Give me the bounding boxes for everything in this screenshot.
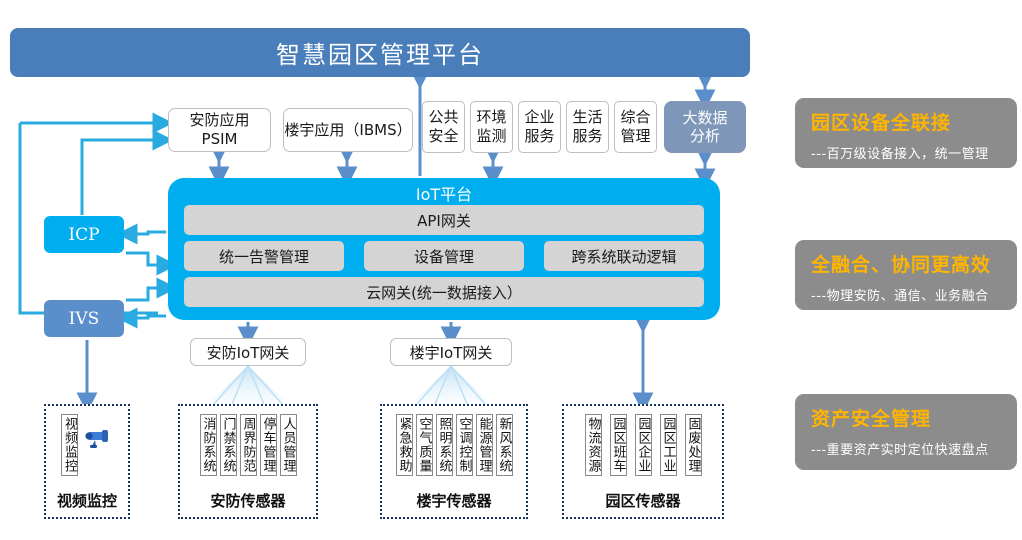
iot-platform-panel: IoT平台 API网关 统一告警管理 设备管理 跨系统联动逻辑 云网关(统一数据… (168, 178, 720, 320)
sensor-item[interactable]: 物流资源 (584, 414, 602, 476)
group-label: 楼宇传感器 (416, 492, 492, 510)
iot-module-api-gateway[interactable]: API网关 (184, 205, 704, 235)
bigdata-line1: 大数据 (682, 109, 728, 127)
app-ent-line1: 企业 (524, 108, 555, 127)
app-psim-line2: PSIM (201, 130, 238, 148)
group-label: 安防传感器 (210, 492, 286, 510)
app-ent-line2: 服务 (524, 127, 555, 145)
app-psim-line1: 安防应用 (189, 111, 250, 130)
card-subtitle: ---百万级设备接入，统一管理 (811, 147, 989, 162)
card-title: 资产安全管理 (811, 408, 932, 430)
group-label: 视频监控 (56, 492, 117, 510)
app-box-ibms[interactable]: 楼宇应用（IBMS） (283, 108, 413, 152)
bigdata-line2: 分析 (689, 127, 720, 145)
node-ivs[interactable]: IVS (44, 300, 124, 337)
sensor-item[interactable]: 视频监控 (61, 414, 78, 476)
app-box-life-service[interactable]: 生活 服务 (566, 101, 609, 153)
sensor-item[interactable]: 新风系统 (495, 414, 513, 476)
sensor-item[interactable]: 能源管理 (475, 414, 493, 476)
group-park-items: 物流资源 园区班车 园区企业 园区工业 固废处理 (564, 414, 722, 476)
app-life-line2: 服务 (572, 127, 603, 145)
app-public-safety-line2: 安全 (428, 127, 459, 145)
sensor-item[interactable]: 空气质量 (415, 414, 433, 476)
group-label: 园区传感器 (605, 492, 681, 510)
callout-card-asset-security: 资产安全管理 ---重要资产实时定位快速盘点 (795, 394, 1017, 470)
app-public-safety-line1: 公共 (428, 108, 459, 127)
sensor-item[interactable]: 停车管理 (259, 414, 277, 476)
sensor-item[interactable]: 人员管理 (279, 414, 297, 476)
gateway-building-iot[interactable]: 楼宇IoT网关 (390, 338, 512, 366)
app-box-integrated-management[interactable]: 综合 管理 (614, 101, 657, 153)
sensor-item[interactable]: 门禁系统 (219, 414, 237, 476)
connector-iot-ivs (116, 277, 178, 329)
group-video-items: 视频监控 (46, 414, 128, 476)
sensor-item[interactable]: 空调控制 (455, 414, 473, 476)
app-box-psim[interactable]: 安防应用 PSIM (168, 108, 271, 152)
cctv-camera-icon (85, 430, 108, 448)
app-integ-line1: 综合 (620, 108, 651, 127)
fan-building (411, 365, 491, 405)
iot-module-cloud-gateway[interactable]: 云网关(统一数据接入） (184, 277, 704, 307)
sensor-item[interactable]: 周界防范 (239, 414, 257, 476)
app-box-environment-monitor[interactable]: 环境 监测 (470, 101, 513, 153)
node-icp[interactable]: ICP (44, 216, 124, 253)
sensor-item[interactable]: 消防系统 (199, 414, 217, 476)
group-park-sensors: 物流资源 园区班车 园区企业 园区工业 固废处理 园区传感器 (562, 404, 724, 519)
card-title: 全融合、协同更高效 (811, 254, 992, 276)
sensor-item[interactable]: 紧急救助 (395, 414, 413, 476)
sensor-item[interactable]: 园区班车 (609, 414, 627, 476)
group-video-surveillance: 视频监控 视频监控 (44, 404, 130, 519)
sensor-item[interactable]: 园区工业 (659, 414, 677, 476)
iot-module-device-management[interactable]: 设备管理 (364, 241, 524, 271)
callout-card-device-connectivity: 园区设备全联接 ---百万级设备接入，统一管理 (795, 98, 1017, 168)
app-box-public-safety[interactable]: 公共 安全 (422, 101, 465, 153)
group-building-items: 紧急救助 空气质量 照明系统 空调控制 能源管理 新风系统 (382, 414, 526, 476)
iot-platform-title: IoT平台 (415, 185, 473, 204)
iot-module-unified-alarm[interactable]: 统一告警管理 (184, 241, 344, 271)
callout-card-convergence: 全融合、协同更高效 ---物理安防、通信、业务融合 (795, 240, 1017, 310)
sensor-item[interactable]: 照明系统 (435, 414, 453, 476)
sensor-item[interactable]: 固废处理 (684, 414, 702, 476)
app-integ-line2: 管理 (620, 127, 651, 145)
gateway-security-iot[interactable]: 安防IoT网关 (190, 338, 306, 366)
iot-module-cross-system-linkage[interactable]: 跨系统联动逻辑 (544, 241, 704, 271)
app-box-big-data-analytics[interactable]: 大数据 分析 (664, 101, 746, 153)
fan-security (208, 365, 288, 405)
sensor-item[interactable]: 园区企业 (634, 414, 652, 476)
app-life-line1: 生活 (572, 108, 603, 127)
group-building-sensors: 紧急救助 空气质量 照明系统 空调控制 能源管理 新风系统 楼宇传感器 (380, 404, 528, 519)
card-title: 园区设备全联接 (811, 112, 952, 134)
group-security-sensors: 消防系统 门禁系统 周界防范 停车管理 人员管理 安防传感器 (178, 404, 318, 519)
app-box-enterprise-service[interactable]: 企业 服务 (518, 101, 561, 153)
app-env-line2: 监测 (476, 127, 507, 145)
group-security-items: 消防系统 门禁系统 周界防范 停车管理 人员管理 (180, 414, 316, 476)
card-subtitle: ---物理安防、通信、业务融合 (811, 289, 989, 304)
app-env-line1: 环境 (476, 108, 507, 127)
page-title: 智慧园区管理平台 (10, 28, 750, 77)
card-subtitle: ---重要资产实时定位快速盘点 (811, 443, 989, 458)
connector-iot-icp (116, 223, 178, 276)
